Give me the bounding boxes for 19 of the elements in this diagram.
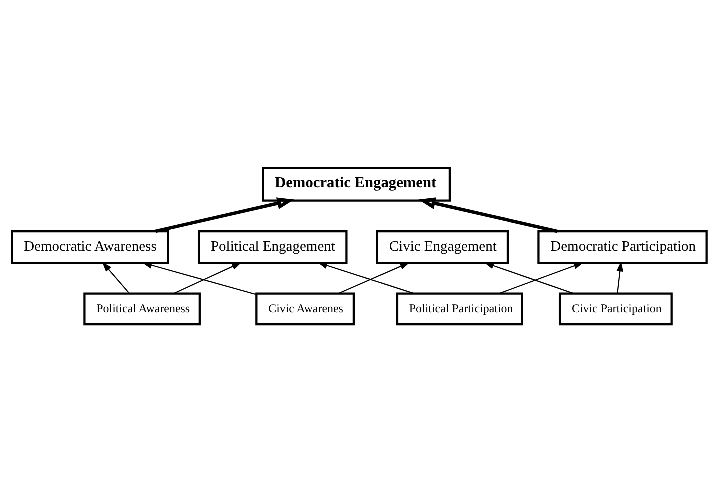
arrow: [142, 262, 257, 296]
arrow: [484, 262, 574, 294]
arrow: [616, 262, 624, 294]
arrow: [338, 262, 410, 294]
arrow: [418, 198, 558, 234]
node-box: Civic Engagement: [376, 230, 510, 264]
node-box: Democratic Participation: [538, 230, 708, 264]
node-box: Political Engagement: [198, 230, 348, 264]
node-box: Democratic Engagement: [262, 167, 452, 202]
node-box: Civic Awarenes: [256, 292, 356, 326]
node-box: Political Participation: [396, 292, 524, 326]
arrow: [155, 198, 294, 234]
arrow: [174, 262, 242, 294]
node-box: Civic Participation: [558, 292, 673, 326]
node-box: Democratic Awareness: [11, 230, 170, 264]
arrow: [499, 262, 584, 294]
arrow: [102, 262, 130, 294]
arrow: [318, 262, 415, 294]
node-box: Political Awareness: [84, 292, 201, 326]
